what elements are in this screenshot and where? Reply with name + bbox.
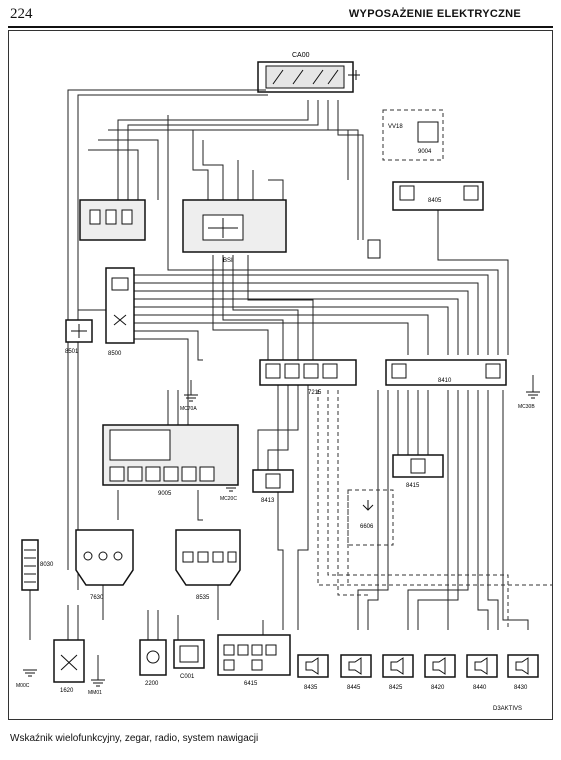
diagram-frame [8, 30, 553, 720]
diagram-code: D3AKTIVS [493, 706, 522, 712]
bsi-label: BSI [223, 258, 233, 264]
7630-label: 7630 [90, 595, 104, 601]
c001-label: C001 [180, 674, 195, 680]
8415-module: 8415 [392, 454, 444, 489]
8430-label: 8430 [514, 685, 528, 691]
2200-label: 2200 [145, 681, 159, 687]
m00c-label: M00C [16, 683, 30, 689]
speaker-8445: 8445 [340, 654, 372, 691]
6606-label: 6606 [360, 524, 374, 530]
ground-mc70a: MC70A [180, 394, 198, 412]
ground-mm01: MM01 [88, 679, 105, 696]
speaker-8420: 8420 [424, 654, 456, 691]
speaker-8435: 8435 [297, 654, 329, 691]
2200-module: 2200 [139, 639, 167, 687]
ground-mc30b: MC30B [518, 391, 540, 410]
relay-small [367, 239, 381, 259]
9005-label: 9005 [158, 491, 172, 497]
6415-label: 6415 [244, 681, 258, 687]
figure-caption: Wskaźnik wielofunkcyjny, zegar, radio, s… [10, 733, 259, 744]
6606-sensor: 6606 [360, 500, 374, 530]
page-number: 224 [10, 6, 33, 22]
mc30b-label: MC30B [518, 404, 535, 410]
c001-connector: C001 [173, 639, 205, 680]
8435-label: 8435 [304, 685, 318, 691]
mm01-label: MM01 [88, 690, 102, 696]
wires [29, 89, 534, 680]
8535-label: 8535 [196, 595, 210, 601]
wiring-diagram: CA00 VV18 9004 8405 BSI 8500 8501 [16, 52, 553, 712]
mc20c-label: MC20C [220, 496, 237, 502]
8405-module: 8405 [392, 181, 484, 211]
8420-label: 8420 [431, 685, 445, 691]
8425-label: 8425 [389, 685, 403, 691]
7215-module: 7215 [259, 359, 357, 396]
7215-label: 7215 [308, 390, 322, 396]
8410-module: 8410 [385, 359, 507, 386]
bsi-unit: BSI [182, 199, 287, 264]
speaker-8430: 8430 [507, 654, 539, 691]
ground-m00c: M00C [16, 669, 37, 689]
speaker-8425: 8425 [382, 654, 414, 691]
1620-label: 1620 [60, 688, 74, 694]
dashed-wires [317, 109, 553, 630]
8413-module: 8413 [252, 469, 294, 504]
1620-module: 1620 [53, 639, 85, 694]
8440-label: 8440 [473, 685, 487, 691]
vv18-module: VV18 9004 [388, 121, 439, 155]
8500-module: 8500 [105, 267, 135, 357]
9005-module: 9005 [102, 424, 239, 497]
mc70a-label: MC70A [180, 406, 197, 412]
8410-label: 8410 [438, 378, 452, 384]
page-title: WYPOSAŻENIE ELEKTRYCZNE [348, 8, 521, 20]
8500-label: 8500 [108, 351, 122, 357]
8415-label: 8415 [406, 483, 420, 489]
8030-label: 8030 [40, 562, 54, 568]
vv18-label: VV18 [388, 124, 403, 130]
ca00-label: CA00 [292, 52, 310, 59]
7630-module: 7630 [75, 529, 134, 601]
header-rule [8, 26, 553, 28]
bsi-left-box [79, 199, 146, 241]
8535-module: 8535 [175, 529, 241, 601]
9004-label: 9004 [418, 149, 432, 155]
speaker-8440: 8440 [466, 654, 498, 691]
ground-mc20c: MC20C [220, 484, 238, 502]
8445-label: 8445 [347, 685, 361, 691]
6415-module: 6415 [217, 634, 291, 687]
8405-label: 8405 [428, 198, 442, 204]
8030-fuse: 8030 [21, 539, 54, 591]
8413-label: 8413 [261, 498, 275, 504]
8501-label: 8501 [65, 349, 79, 355]
ca00-switch: CA00 [257, 52, 360, 93]
8501-module: 8501 [65, 319, 93, 355]
